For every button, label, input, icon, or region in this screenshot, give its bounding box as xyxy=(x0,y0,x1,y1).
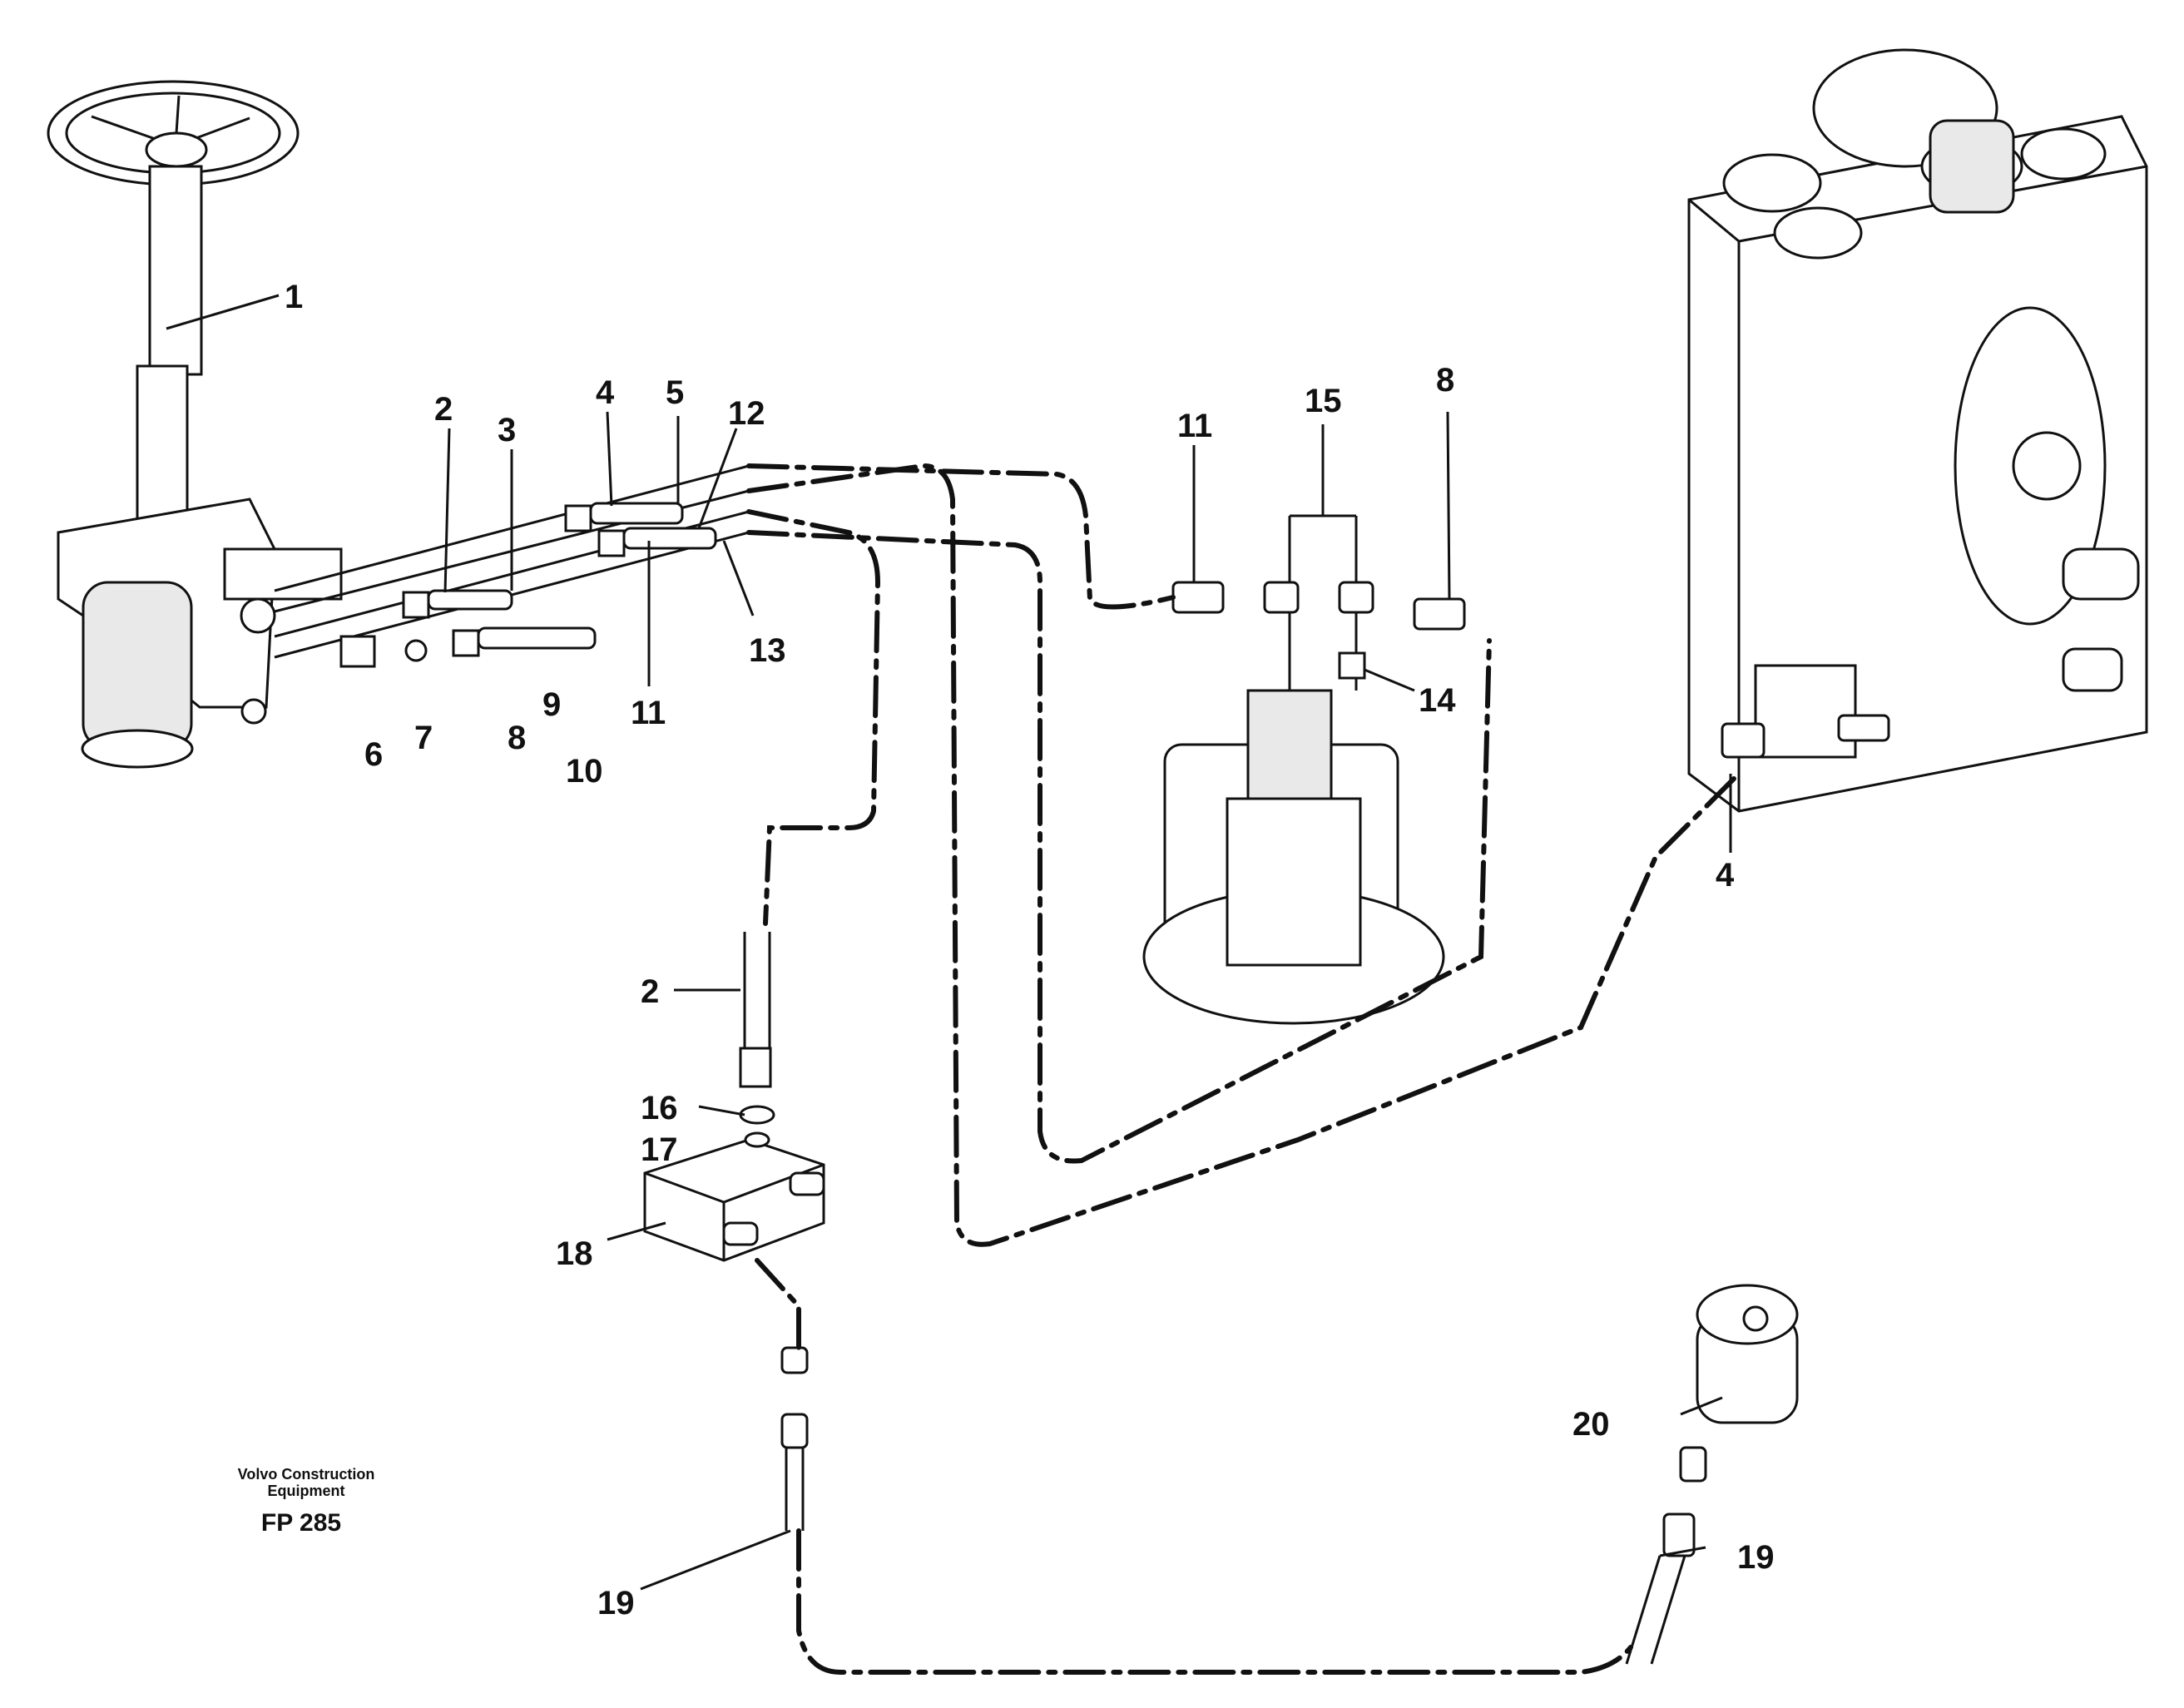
callout-13: 13 xyxy=(749,632,786,669)
callout-2-lower: 2 xyxy=(641,973,659,1010)
callout-15: 15 xyxy=(1305,383,1342,419)
steering-valve xyxy=(1142,514,1466,1025)
callout-2-upper: 2 xyxy=(434,391,453,428)
callout-5: 5 xyxy=(666,374,684,411)
line-19-fittings xyxy=(780,1346,809,1531)
callout-14: 14 xyxy=(1419,682,1456,719)
callout-17: 17 xyxy=(641,1131,678,1168)
callout-8-left: 8 xyxy=(508,720,526,756)
callout-labels: 1 2 3 4 5 12 13 6 7 8 9 10 11 11 15 8 14… xyxy=(285,279,1775,1621)
callout-11-left: 11 xyxy=(631,695,666,731)
callout-9: 9 xyxy=(542,686,561,723)
callout-1: 1 xyxy=(285,279,303,315)
callout-6: 6 xyxy=(364,736,383,773)
callout-8-right: 8 xyxy=(1436,362,1454,399)
caption-company-line2: Equipment xyxy=(268,1483,345,1499)
pressure-sensor xyxy=(1625,1284,1799,1665)
callout-11-right: 11 xyxy=(1177,408,1212,444)
steering-wheel-assembly xyxy=(47,80,343,769)
figure-caption: Volvo Construction Equipment FP 285 xyxy=(238,1466,375,1537)
callout-4-upper: 4 xyxy=(596,374,615,411)
callout-10: 10 xyxy=(566,753,603,790)
callout-20: 20 xyxy=(1572,1406,1610,1443)
callout-4-right: 4 xyxy=(1716,857,1735,894)
left-fittings xyxy=(339,502,717,668)
callout-19-left: 19 xyxy=(597,1585,635,1621)
hydraulic-hoses xyxy=(746,463,1741,1675)
callout-18: 18 xyxy=(556,1235,593,1272)
callout-19-right: 19 xyxy=(1737,1539,1775,1576)
callout-7: 7 xyxy=(414,720,433,756)
diverter-block xyxy=(643,932,825,1262)
caption-company-line1: Volvo Construction xyxy=(238,1466,375,1483)
callout-16: 16 xyxy=(641,1090,678,1126)
leader-lines xyxy=(166,294,1732,1591)
transmission-unit xyxy=(1687,48,2148,813)
callout-3: 3 xyxy=(498,412,516,448)
callout-12: 12 xyxy=(728,395,765,432)
caption-figure-code: FP 285 xyxy=(261,1509,341,1537)
